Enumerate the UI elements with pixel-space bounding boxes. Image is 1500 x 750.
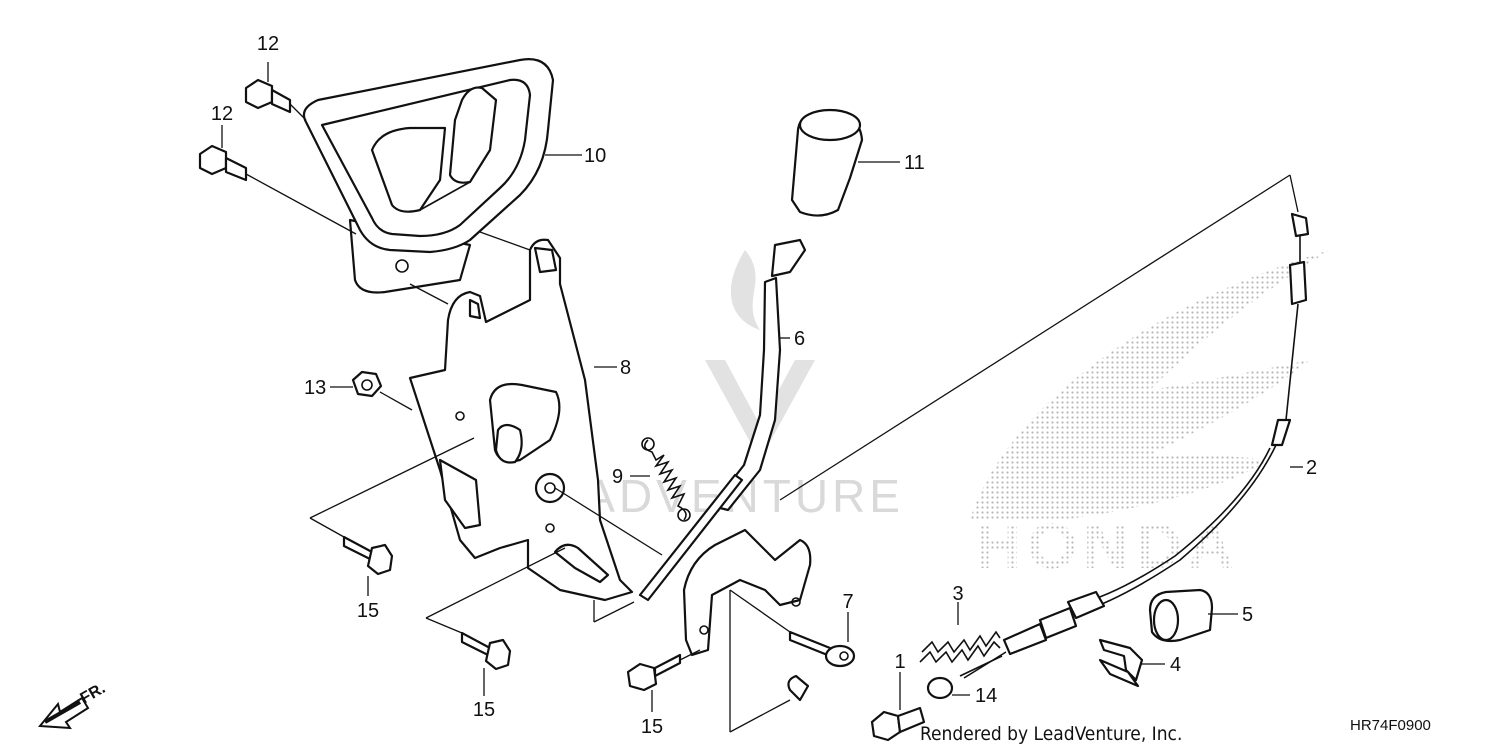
callout-15-right: 15 [641, 716, 663, 738]
part-15-bolt-left [342, 535, 394, 576]
diagram-code: HR74F0900 [1350, 717, 1431, 734]
honda-wing-logo: HONDA [970, 250, 1330, 582]
callout-8: 8 [620, 357, 631, 379]
honda-logo-text: HONDA [975, 510, 1240, 582]
callout-3: 3 [952, 583, 963, 605]
part-8-bracket [408, 238, 634, 602]
callout-5: 5 [1242, 604, 1253, 626]
part-7-rod-end [787, 630, 856, 702]
part-3-cable-spring [919, 630, 1001, 664]
part-6-shift-lever [638, 238, 812, 657]
callout-12-upper: 12 [257, 33, 279, 55]
callout-1: 1 [894, 651, 905, 673]
callout-10: 10 [584, 145, 606, 167]
part-9-spring [641, 437, 691, 522]
callout-14: 14 [975, 685, 997, 707]
part-12-bolt-upper [244, 78, 292, 114]
callout-labels: 12 12 10 11 6 8 13 9 2 3 5 4 7 1 14 15 1… [211, 33, 1317, 738]
cable-end-rod [959, 655, 1003, 677]
part-14-collar [926, 676, 954, 700]
part-2-cable [963, 212, 1310, 679]
callout-13: 13 [304, 377, 326, 399]
part-12-bolt-lower [198, 144, 248, 182]
part-1-pin [870, 706, 926, 742]
part-13-nut [351, 370, 383, 398]
leader-lines [221, 62, 1303, 733]
callout-4: 4 [1170, 654, 1181, 676]
callout-15-middle: 15 [473, 699, 495, 721]
callout-11: 11 [904, 152, 925, 174]
callout-7: 7 [842, 591, 853, 613]
part-5-grommet [1148, 588, 1214, 643]
front-direction-indicator: FR. [37, 680, 108, 730]
callout-2: 2 [1306, 457, 1317, 479]
render-credit: Rendered by LeadVenture, Inc. [920, 723, 1182, 745]
part-11-shift-knob [790, 108, 864, 217]
part-15-bolt-right [626, 653, 682, 692]
part-10-cover [302, 58, 555, 294]
part-4-clip [1098, 638, 1144, 688]
callout-12-lower: 12 [211, 103, 233, 125]
callout-9: 9 [612, 466, 623, 488]
callout-15-left: 15 [357, 600, 379, 622]
part-15-bolt-middle [460, 631, 512, 671]
callout-6: 6 [794, 328, 805, 350]
